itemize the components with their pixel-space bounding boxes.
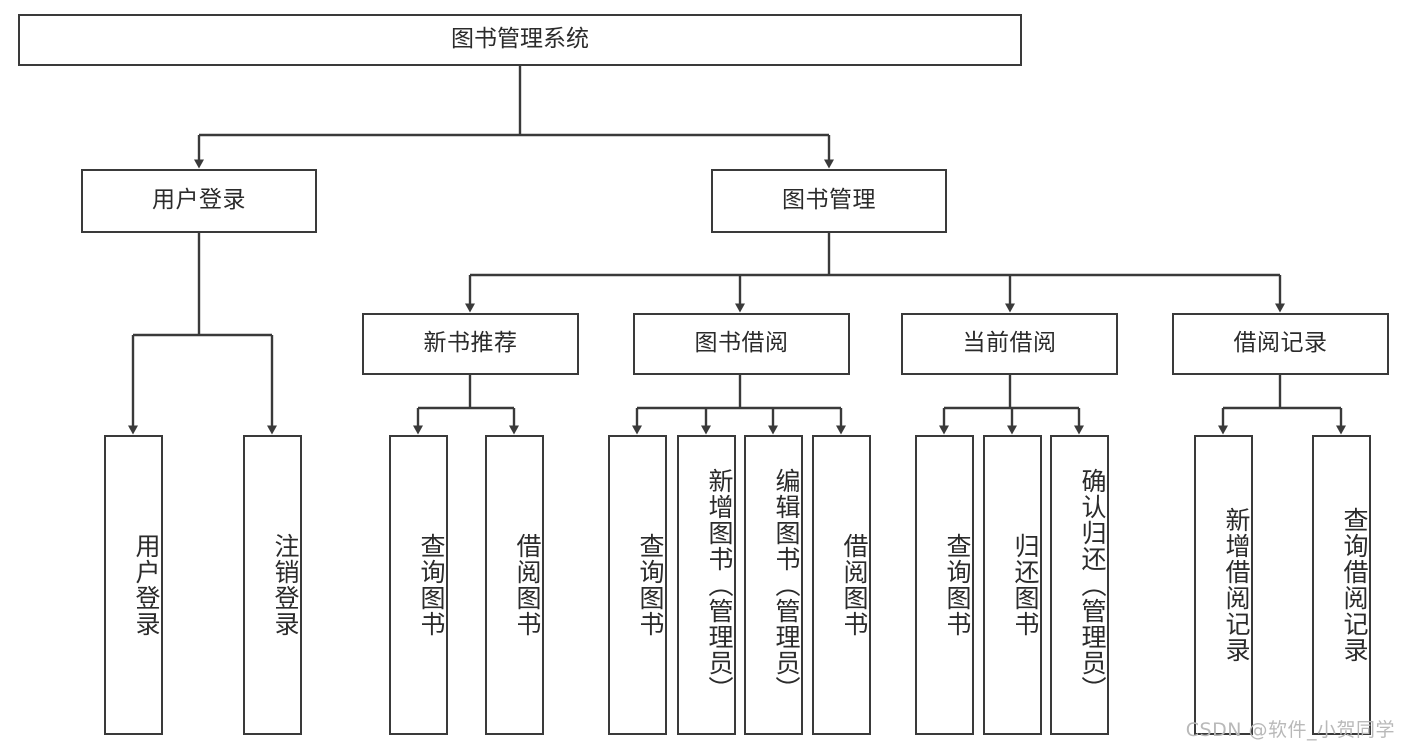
node-label: 当前借阅 <box>962 330 1057 357</box>
node-label: 归还图书 <box>1011 533 1040 637</box>
node-leaf-add-book-admin[interactable]: 新增图书（管理员） <box>677 435 736 735</box>
node-label: 图书管理系统 <box>451 26 589 53</box>
node-label: 查询图书 <box>943 533 972 637</box>
node-leaf-add-borrow-record[interactable]: 新增借阅记录 <box>1194 435 1253 735</box>
node-leaf-logout[interactable]: 注销登录 <box>243 435 302 735</box>
node-label: 借阅图书 <box>513 533 542 637</box>
node-leaf-borrow-book-recommend[interactable]: 借阅图书 <box>485 435 544 735</box>
node-submodule-new-book-recommend[interactable]: 新书推荐 <box>362 313 579 375</box>
node-label: 查询借阅记录 <box>1340 507 1369 663</box>
node-label: 新增图书（管理员） <box>705 468 734 702</box>
node-label: 注销登录 <box>271 533 300 637</box>
node-submodule-current-borrow[interactable]: 当前借阅 <box>901 313 1118 375</box>
node-leaf-borrow-book[interactable]: 借阅图书 <box>812 435 871 735</box>
node-label: 查询图书 <box>417 533 446 637</box>
node-leaf-edit-book-admin[interactable]: 编辑图书（管理员） <box>744 435 803 735</box>
node-module-book-management[interactable]: 图书管理 <box>711 169 947 233</box>
node-leaf-user-login[interactable]: 用户登录 <box>104 435 163 735</box>
node-leaf-return-book[interactable]: 归还图书 <box>983 435 1042 735</box>
node-label: 新增借阅记录 <box>1222 507 1251 663</box>
node-leaf-query-book-borrow[interactable]: 查询图书 <box>608 435 667 735</box>
node-leaf-query-book-current[interactable]: 查询图书 <box>915 435 974 735</box>
node-submodule-borrow-records[interactable]: 借阅记录 <box>1172 313 1389 375</box>
node-leaf-query-book-recommend[interactable]: 查询图书 <box>389 435 448 735</box>
node-label: 确认归还（管理员） <box>1078 468 1107 702</box>
node-label: 借阅记录 <box>1233 330 1328 357</box>
node-leaf-query-borrow-record[interactable]: 查询借阅记录 <box>1312 435 1371 735</box>
node-label: 查询图书 <box>636 533 665 637</box>
node-label: 用户登录 <box>132 533 161 637</box>
node-label: 编辑图书（管理员） <box>772 468 801 702</box>
node-leaf-confirm-return-admin[interactable]: 确认归还（管理员） <box>1050 435 1109 735</box>
node-label: 用户登录 <box>152 187 246 214</box>
node-label: 借阅图书 <box>840 533 869 637</box>
node-label: 图书借阅 <box>694 330 789 357</box>
node-label: 图书管理 <box>782 187 876 214</box>
node-submodule-book-borrow[interactable]: 图书借阅 <box>633 313 850 375</box>
node-module-user-login[interactable]: 用户登录 <box>81 169 317 233</box>
node-root-system[interactable]: 图书管理系统 <box>18 14 1022 66</box>
node-label: 新书推荐 <box>423 330 518 357</box>
watermark: CSDN @软件_小贺同学 <box>1185 719 1395 741</box>
